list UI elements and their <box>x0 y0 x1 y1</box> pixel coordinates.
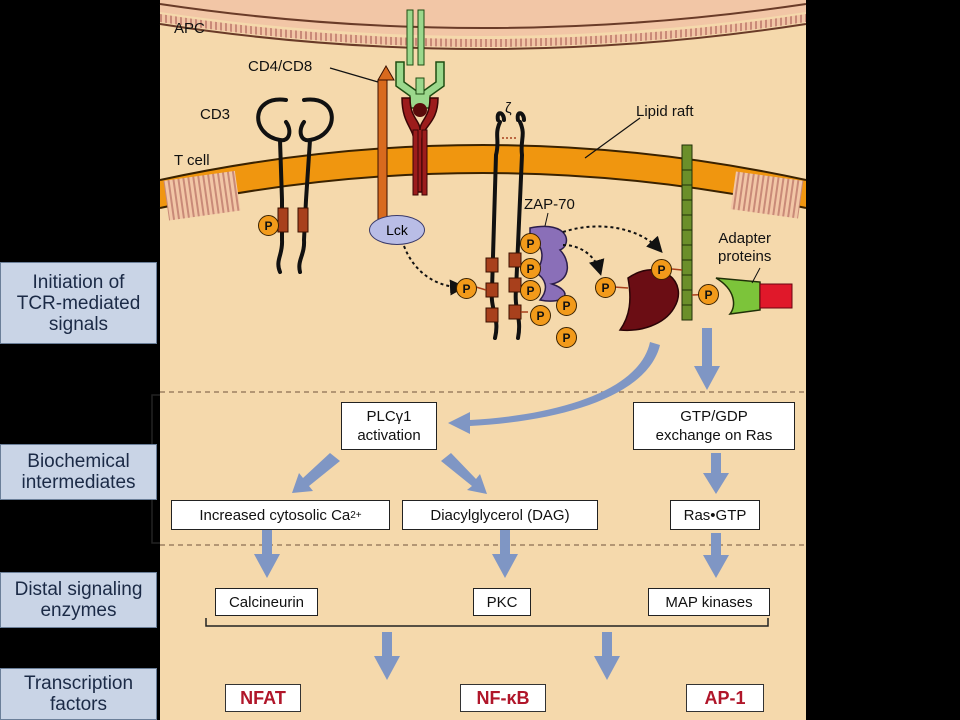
adapter-proteins-label: Adapter proteins <box>718 230 772 265</box>
adapter-transmembrane <box>681 144 693 321</box>
cd3-receptor <box>256 97 334 274</box>
cd4-cd8-coreceptor <box>329 64 395 221</box>
sidebar-distal: Distal signaling enzymes <box>0 572 157 628</box>
sidebar-initiation: Initiation of TCR-mediated signals <box>0 262 157 344</box>
phospho-itam-5: P <box>530 305 551 326</box>
zap70-label: ZAP-70 <box>524 196 575 213</box>
phospho-cd3: P <box>258 215 279 236</box>
phospho-itam-3: P <box>520 258 541 279</box>
nfkb-factor: NF-κB <box>460 684 546 712</box>
calcium-superscript: 2+ <box>350 509 362 521</box>
apc-label: APC <box>174 20 205 37</box>
lipid-raft-label: Lipid raft <box>636 103 694 120</box>
mhc-tcr-complex <box>395 9 445 196</box>
tcell-membrane <box>159 144 807 221</box>
plc-gamma-protein <box>618 268 680 332</box>
sidebar-transcription: Transcription factors <box>0 668 157 720</box>
calcium-label: Increased cytosolic Ca <box>199 506 351 524</box>
gtp-gdp-exchange-box: GTP/GDP exchange on Ras <box>633 402 795 450</box>
phospho-itam-1: P <box>456 278 477 299</box>
cd4-cd8-label: CD4/CD8 <box>248 58 313 75</box>
phospho-plc-1: P <box>595 277 616 298</box>
sidebar-biochemical: Biochemical intermediates <box>0 444 157 500</box>
ap1-factor: AP-1 <box>686 684 764 712</box>
phospho-plc-2: P <box>651 259 672 280</box>
map-kinases-box: MAP kinases <box>648 588 770 616</box>
lck-kinase: Lck <box>369 215 425 245</box>
phospho-adapter: P <box>698 284 719 305</box>
plc-activation-box: PLCγ1 activation <box>341 402 437 450</box>
calcineurin-box: Calcineurin <box>215 588 318 616</box>
zeta-label: ζ <box>505 100 512 117</box>
pkc-box: PKC <box>473 588 531 616</box>
cd3-label: CD3 <box>200 106 231 123</box>
dag-box: Diacylglycerol (DAG) <box>402 500 598 530</box>
nfat-factor: NFAT <box>225 684 301 712</box>
phospho-itam-7: P <box>556 295 577 316</box>
ras-gtp-box: Ras•GTP <box>670 500 760 530</box>
phospho-itam-2: P <box>520 233 541 254</box>
phospho-itam-4: P <box>520 280 541 301</box>
tcell-label: T cell <box>174 152 210 169</box>
lck-label: Lck <box>386 222 408 238</box>
apc-membrane <box>159 0 807 50</box>
phospho-itam-6: P <box>556 327 577 348</box>
